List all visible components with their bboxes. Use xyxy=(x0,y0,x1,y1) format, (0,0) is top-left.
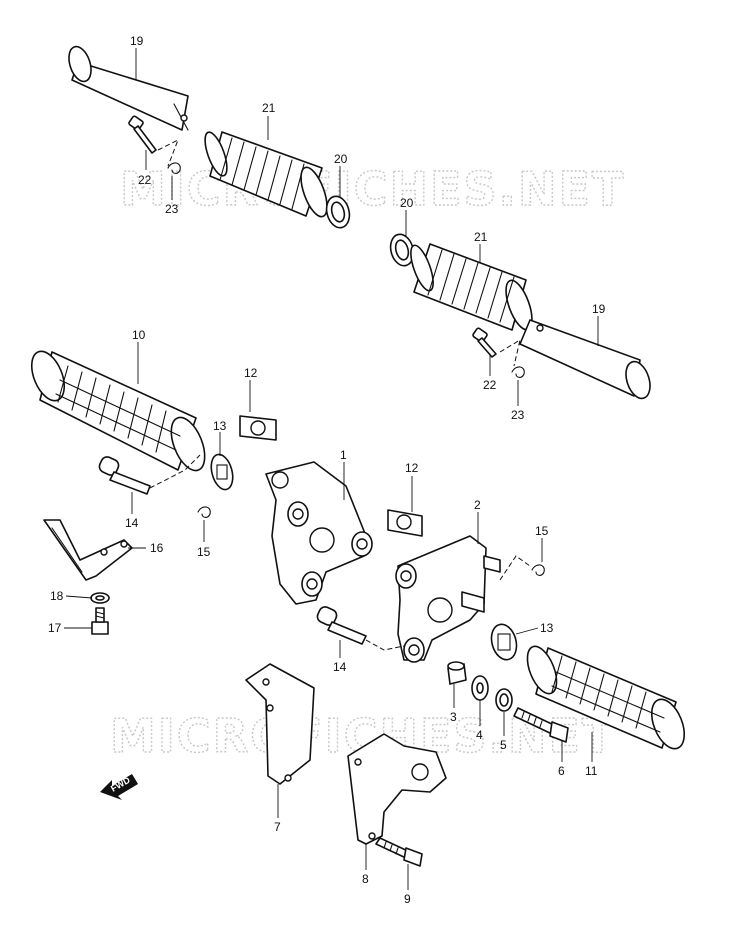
bracket-16 xyxy=(43,519,133,581)
callout-6: 6 xyxy=(558,764,565,778)
callout-19: 19 xyxy=(130,34,144,48)
bolt-22-right xyxy=(472,327,497,358)
callout-13: 13 xyxy=(540,621,554,635)
callout-14: 14 xyxy=(125,516,139,530)
callout-8: 8 xyxy=(362,872,369,886)
callout-17: 17 xyxy=(48,621,62,635)
washer-5 xyxy=(495,688,513,712)
pin-14-left xyxy=(98,456,151,495)
washer-18 xyxy=(90,592,110,604)
callout-20: 20 xyxy=(400,196,414,210)
peg-shaft-19-left xyxy=(68,45,189,131)
bracket-2 xyxy=(395,535,501,663)
callout-12: 12 xyxy=(405,461,419,475)
callout-14: 14 xyxy=(333,660,347,674)
callout-23: 23 xyxy=(165,202,179,216)
bolt-6 xyxy=(513,707,569,743)
callout-15: 15 xyxy=(197,545,211,559)
watermark-top: MICROFICHES.NET xyxy=(120,162,625,216)
callout-21: 21 xyxy=(262,101,276,115)
collar-3 xyxy=(447,661,467,685)
guide-line xyxy=(157,138,179,167)
washer-20-right xyxy=(389,233,415,267)
guide-line xyxy=(499,338,521,367)
guide-line xyxy=(499,555,531,581)
bracket-1 xyxy=(265,461,373,605)
callout-22: 22 xyxy=(138,173,152,187)
pin-14-right xyxy=(316,606,367,645)
callout-15: 15 xyxy=(535,524,549,538)
callout-9: 9 xyxy=(404,892,411,906)
leader-lines xyxy=(64,48,599,890)
callout-13: 13 xyxy=(213,419,227,433)
clamp-12-lower xyxy=(387,509,423,537)
washer-13-left xyxy=(210,453,234,491)
callout-labels: 19 21 20 22 23 20 21 19 22 23 10 12 13 1… xyxy=(48,34,606,906)
guide-line xyxy=(365,639,405,651)
callout-20: 20 xyxy=(334,152,348,166)
callout-1: 1 xyxy=(340,448,347,462)
callout-12: 12 xyxy=(244,366,258,380)
callout-19: 19 xyxy=(592,302,606,316)
bolt-9 xyxy=(375,837,423,867)
clip-23-right xyxy=(511,366,525,378)
rubber-grip-21-left xyxy=(204,131,328,218)
callout-16: 16 xyxy=(150,541,164,555)
clamp-12-upper xyxy=(239,415,277,441)
callout-5: 5 xyxy=(500,738,507,752)
callout-2: 2 xyxy=(474,498,481,512)
rubber-grip-21-right xyxy=(410,243,533,331)
callout-11: 11 xyxy=(585,764,598,778)
washer-20-left xyxy=(325,195,351,229)
footpeg-rubber-11 xyxy=(526,645,686,750)
washer-13-right xyxy=(490,623,518,661)
callout-4: 4 xyxy=(476,728,483,742)
bolt-17 xyxy=(91,607,109,635)
bracket-8 xyxy=(347,733,447,845)
peg-shaft-19-right xyxy=(519,319,651,400)
bolt-22-left xyxy=(128,115,157,154)
callout-10: 10 xyxy=(132,328,146,342)
forward-direction-arrow: FWD xyxy=(100,774,138,800)
callout-18: 18 xyxy=(50,589,64,603)
callout-22: 22 xyxy=(483,378,497,392)
plate-7 xyxy=(245,663,315,785)
clip-15-left xyxy=(197,506,211,518)
callout-3: 3 xyxy=(450,710,457,724)
clip-23-left xyxy=(167,162,181,174)
washer-4 xyxy=(471,675,489,701)
callout-21: 21 xyxy=(474,230,488,244)
footpeg-rubber-10 xyxy=(30,350,206,472)
clip-15-right xyxy=(531,564,545,576)
callout-23: 23 xyxy=(511,408,525,422)
callout-7: 7 xyxy=(274,820,281,834)
